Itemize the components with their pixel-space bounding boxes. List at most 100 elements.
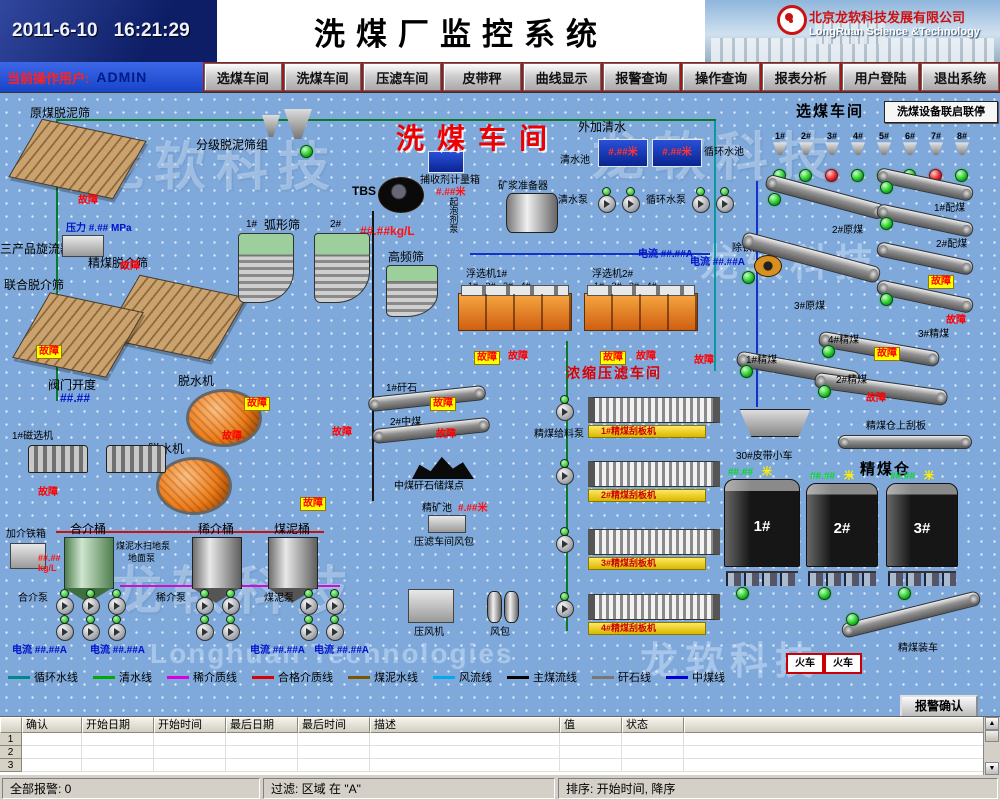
interlock-button[interactable]: 洗煤设备联启联停	[884, 101, 998, 123]
table-column-header[interactable]: 最后时间	[298, 717, 370, 733]
status-led	[846, 613, 859, 626]
funnel-icon	[284, 109, 312, 139]
alarm-cell	[154, 746, 226, 759]
meter-unit: 米	[844, 471, 854, 482]
legend-label: 稀介质线	[193, 672, 237, 684]
medium-box-label: 加介铁箱	[6, 529, 46, 540]
legend-label: 清水线	[119, 672, 152, 684]
scroll-up-icon[interactable]: ▲	[985, 717, 999, 730]
fault-label: 故障	[508, 351, 528, 362]
fault-label: 故障	[38, 487, 58, 498]
pump-icon	[222, 615, 240, 641]
alarm-row[interactable]: 1	[0, 733, 1000, 746]
header: 2011-6-10 16:21:29 洗煤厂监控系统 北京龙软科技发展有限公司 …	[0, 0, 1000, 62]
alarm-confirm-button[interactable]: 报警确认	[900, 695, 978, 716]
user-label: 当前操作用户:	[7, 70, 90, 86]
nav-filter-press[interactable]: 压滤车间	[363, 63, 442, 91]
pump-icon	[222, 589, 240, 615]
nav-report[interactable]: 报表分析	[761, 63, 840, 91]
time-label: 16:21:29	[113, 20, 190, 41]
hopper-car	[739, 409, 811, 437]
pump-icon	[598, 187, 616, 213]
fault-label: 故障	[636, 351, 656, 362]
status-led	[742, 271, 755, 284]
scrollbar-thumb[interactable]	[985, 730, 999, 742]
date-label: 2011-6-10	[12, 20, 98, 41]
scroll-down-icon[interactable]: ▼	[985, 762, 999, 775]
conveyor-belt	[838, 435, 972, 449]
collector-tank-label: 捕收剂计量箱	[420, 175, 480, 186]
table-column-header[interactable]: 描述	[370, 717, 560, 733]
alarm-row[interactable]: 2	[0, 746, 1000, 759]
combined-screen-label: 联合脱介筛	[4, 278, 65, 292]
row-number: 1	[0, 733, 22, 746]
table-column-header[interactable]: 开始时间	[154, 717, 226, 733]
alarm-cell	[82, 759, 154, 772]
silo-scraper-label: 精煤仓上刮板	[866, 421, 926, 432]
nav-alarm-query[interactable]: 报警查询	[602, 63, 681, 91]
legend-dilute-medium: 稀介质线	[167, 669, 237, 685]
fault-label: 故障	[222, 431, 242, 442]
table-column-header[interactable]: 值	[560, 717, 622, 733]
legend-label: 循环水线	[34, 672, 78, 684]
arc-screen-label: 弧形筛	[264, 218, 301, 232]
fault-label: 故障	[436, 429, 456, 440]
pool-level-value: #.##米	[458, 503, 488, 514]
tbs-machine	[378, 177, 424, 213]
alarm-cell	[82, 746, 154, 759]
belt-label: 2#原煤	[832, 225, 864, 236]
nav-coal-prep[interactable]: 选煤车间	[204, 63, 282, 91]
table-column-header[interactable]: 状态	[622, 717, 684, 733]
slurry-prep	[506, 193, 558, 233]
pump-icon	[556, 395, 574, 421]
air-tank-label: 风包	[490, 627, 510, 638]
row-filler	[684, 759, 1000, 772]
nav-curves[interactable]: 曲线显示	[522, 63, 601, 91]
alarm-cell	[154, 733, 226, 746]
current-value: 电流 ##.##A	[690, 257, 746, 268]
arc-screen	[314, 233, 370, 303]
alarm-cell	[226, 733, 298, 746]
slurry-prep-label: 矿浆准备器	[498, 181, 548, 192]
pipe	[470, 253, 710, 255]
scraper-bar: 4#精煤刮板机	[588, 622, 706, 635]
silo: 3#	[886, 483, 958, 567]
table-column-header[interactable]: 最后日期	[226, 717, 298, 733]
table-scrollbar[interactable]: ▲ ▼	[983, 717, 1000, 775]
nav-login[interactable]: 用户登陆	[841, 63, 920, 91]
legend-line-icon	[167, 675, 189, 679]
belt-car-label: 30#皮带小车	[736, 451, 793, 462]
legend-label: 中煤线	[692, 672, 725, 684]
clean-pool-tank: #.##米	[598, 139, 648, 167]
nav-exit[interactable]: 退出系统	[921, 63, 1000, 91]
dilute-medium-tank	[192, 537, 242, 603]
belt-label: 2#配煤	[936, 239, 968, 250]
collector-tank	[428, 151, 464, 173]
current-user-panel: 当前操作用户: ADMIN	[0, 62, 203, 92]
fault-label: 故障	[300, 497, 326, 511]
legend-label: 煤泥水线	[374, 672, 418, 684]
feed-pump-label: 精煤给料泵	[534, 429, 584, 440]
nav-washing[interactable]: 洗煤车间	[283, 63, 362, 91]
status-led	[880, 293, 893, 306]
nav-belt-scale[interactable]: 皮带秤	[443, 63, 521, 91]
status-led	[822, 345, 835, 358]
dilute-pump-label: 稀介泵	[156, 593, 186, 604]
alarm-row[interactable]: 3	[0, 759, 1000, 772]
nav-row: 当前操作用户: ADMIN 选煤车间洗煤车间压滤车间皮带秤曲线显示报警查询操作查…	[0, 62, 1000, 92]
silo-level-value: ##.##	[890, 471, 916, 482]
table-column-header[interactable]: 开始日期	[82, 717, 154, 733]
nav-op-query[interactable]: 操作查询	[682, 63, 760, 91]
air-room-label: 压滤车间风包	[414, 537, 474, 548]
alarm-cell	[622, 759, 684, 772]
alarm-cell	[622, 746, 684, 759]
fault-label: 故障	[332, 427, 352, 438]
status-bar: 全部报警: 0 过滤: 区域 在 "A" 排序: 开始时间, 降序	[0, 775, 1000, 800]
air-compressor	[408, 589, 454, 623]
alarm-cell	[226, 746, 298, 759]
pump-icon	[326, 615, 344, 641]
status-led	[740, 365, 753, 378]
table-column-header[interactable]: 确认	[22, 717, 82, 733]
slime-tank-label: 煤泥桶	[274, 522, 311, 536]
valve-value: ##.##	[60, 391, 91, 405]
